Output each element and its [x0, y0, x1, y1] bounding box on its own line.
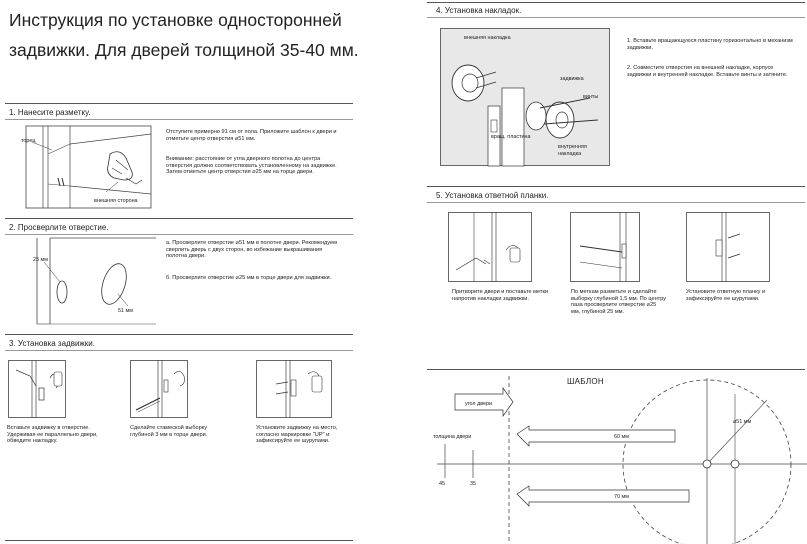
- install-strike-illustration: [686, 212, 770, 282]
- section-divider: [5, 119, 353, 120]
- label-51mm: 51 мм: [118, 308, 133, 314]
- drilling-template: [437, 376, 807, 544]
- label-outer-trim: внешняя накладка: [464, 35, 511, 41]
- label-backset-70: 70 мм: [614, 494, 629, 500]
- section-divider: [427, 202, 805, 203]
- latch-fix-illustration: [256, 360, 332, 418]
- section-divider: [427, 2, 805, 3]
- template-divider: [427, 369, 805, 370]
- section-divider: [5, 218, 353, 219]
- section-5-caption-3: Установите ответную планку и зафиксируйт…: [686, 289, 766, 302]
- section-3-title: 3. Установка задвижки.: [9, 339, 95, 348]
- template-title: ШАБЛОН: [567, 377, 604, 386]
- label-edge: торец: [21, 138, 36, 144]
- section-1-title: 1. Нанесите разметку.: [9, 108, 91, 117]
- section-3-caption-3: Установите задвижку на место, согласно м…: [256, 425, 338, 445]
- marking-illustration: [25, 125, 152, 209]
- section-4-title: 4. Установка накладок.: [436, 6, 522, 15]
- section-divider: [5, 540, 353, 541]
- label-25mm: 25 мм: [33, 257, 48, 263]
- label-backset-60: 60 мм: [614, 434, 629, 440]
- section-5-caption-1: Притворите двери и поставьте метки напро…: [452, 289, 549, 302]
- page-title-line2: задвижки. Для дверей толщиной 35-40 мм.: [9, 40, 359, 60]
- section-divider: [5, 334, 353, 335]
- page-title-line1: Инструкция по установке односторонней: [9, 10, 342, 30]
- chisel-illustration: [130, 360, 188, 418]
- label-door-thickness: толщина двери: [433, 434, 472, 440]
- section-divider: [5, 350, 353, 351]
- latch-insert-illustration: [8, 360, 66, 418]
- section-3-caption-2: Сделайте стамеской выборку глубиной 3 мм…: [130, 425, 208, 438]
- section-4-text-1: 1. Вставьте вращающуюся пластину горизон…: [627, 38, 793, 51]
- section-4-text-2: 2. Совместите отверстия на внешней накла…: [627, 65, 788, 78]
- label-diameter-51: ⌀51 мм: [733, 419, 752, 425]
- section-5-caption-2: По меткам разметьте и сделайте выборку г…: [571, 289, 667, 315]
- section-1-text-1: Отступите примерно 91 см от пола. Прилож…: [166, 129, 337, 142]
- section-2-text-a: а. Просверлите отверстие ⌀51 мм в полотн…: [166, 240, 337, 260]
- section-divider: [5, 103, 353, 104]
- mortise-strike-illustration: [570, 212, 640, 282]
- label-outside: внешняя сторона: [94, 198, 138, 204]
- drilling-illustration: [36, 237, 156, 325]
- section-5-title: 5. Установка ответной планки.: [436, 191, 549, 200]
- section-divider: [5, 234, 353, 235]
- section-divider: [427, 17, 805, 18]
- section-divider: [427, 186, 805, 187]
- label-latch: задвижка: [560, 76, 584, 82]
- label-rotating-plate: вращ. пластина: [491, 134, 531, 140]
- label-thickness-35: 35: [470, 481, 476, 487]
- section-3-caption-1: Вставьте задвижку в отверстие. Удерживая…: [7, 425, 98, 445]
- section-1-text-2: Внимание: расстояние от угла дверного по…: [166, 156, 337, 176]
- label-door-corner: угол двери: [465, 401, 493, 407]
- trim-illustration: [440, 28, 610, 167]
- mark-strike-illustration: [448, 212, 532, 282]
- label-inner-trim: внутренняя накладка: [558, 144, 587, 157]
- section-2-title: 2. Просверлите отверстие.: [9, 223, 109, 232]
- label-thickness-45: 45: [439, 481, 445, 487]
- label-screws: винты: [583, 94, 599, 100]
- section-2-text-b: б. Просверлите отверстие ⌀25 мм в торце …: [166, 275, 332, 281]
